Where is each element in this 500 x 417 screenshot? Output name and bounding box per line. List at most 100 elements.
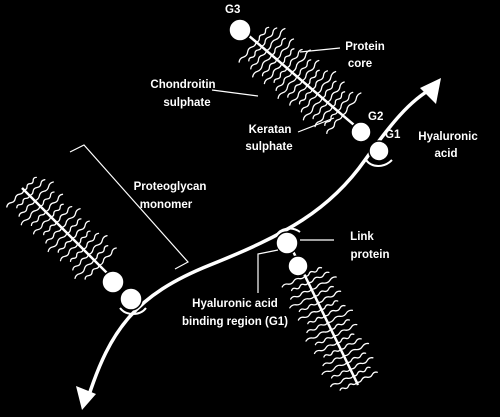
glycosaminoglycan-chain xyxy=(330,368,351,379)
glycosaminoglycan-chain xyxy=(290,288,313,300)
glycosaminoglycan-chain xyxy=(50,203,64,218)
glycosaminoglycan-chain xyxy=(273,67,288,84)
glycosaminoglycan-chain xyxy=(307,271,330,284)
glycosaminoglycan-chain xyxy=(314,105,333,128)
glycosaminoglycan-chain xyxy=(82,232,100,250)
chondroitin-label-line2: sulphate xyxy=(163,97,210,109)
glycosaminoglycan-chain xyxy=(310,276,337,290)
glycosaminoglycan-chain xyxy=(285,48,303,69)
link-protein-left xyxy=(119,307,147,315)
glycosaminoglycan-chain xyxy=(87,235,108,255)
glycosaminoglycan-chain xyxy=(290,49,311,73)
glycosaminoglycan-chain xyxy=(289,84,308,106)
glycosaminoglycan-chain xyxy=(55,205,73,223)
glycosaminoglycan-chain xyxy=(6,189,25,208)
g1-domain-left xyxy=(119,287,143,311)
glycosaminoglycan-chain xyxy=(66,218,82,234)
g2-domain-lower xyxy=(287,255,309,277)
glycosaminoglycan-chain xyxy=(57,237,73,253)
proteoglycan-monomer-label-line1: Proteoglycan xyxy=(134,181,207,193)
glycosaminoglycan-chain xyxy=(323,304,346,317)
glycosaminoglycan-chain xyxy=(326,114,343,134)
glycosaminoglycan-chain xyxy=(317,290,342,304)
glycosaminoglycan-chain xyxy=(260,27,278,47)
g1-domain-lower xyxy=(275,231,299,255)
glycosaminoglycan-chain xyxy=(305,328,332,342)
glycosaminoglycan-chain xyxy=(28,179,46,196)
link-protein-upper xyxy=(365,159,393,167)
glycosaminoglycan-chain xyxy=(255,26,270,43)
glycosaminoglycan-chain xyxy=(306,69,320,86)
glycosaminoglycan-chain xyxy=(300,92,318,113)
glycosaminoglycan-chain xyxy=(33,181,54,202)
keratan-label-line1: Keratan xyxy=(249,124,292,136)
glycosaminoglycan-chain xyxy=(339,338,362,350)
glycosaminoglycan-chain xyxy=(74,259,95,280)
lower-chondroitin-sulphate-chains xyxy=(281,266,378,391)
glycosaminoglycan-chain xyxy=(298,301,319,313)
glycosaminoglycan-chain xyxy=(44,193,64,213)
upper-chondroitin-sulphate-chains xyxy=(238,26,362,134)
link-protein-label-line1: Link xyxy=(350,231,374,243)
glycosaminoglycan-chain xyxy=(72,253,89,271)
glycosaminoglycan-chain xyxy=(307,315,325,325)
glycosaminoglycan-chain xyxy=(275,38,295,60)
g2-domain-left xyxy=(101,270,125,294)
glycosaminoglycan-chain xyxy=(39,191,55,207)
glycosaminoglycan-chain xyxy=(330,374,355,388)
left-protein-core xyxy=(21,187,117,283)
glycosaminoglycan-chain xyxy=(313,285,334,297)
glycosaminoglycan-chain xyxy=(69,248,84,263)
glycosaminoglycan-chain xyxy=(298,88,313,105)
glycosaminoglycan-chain xyxy=(16,194,30,209)
glycosaminoglycan-chain xyxy=(322,354,345,367)
hyaluronic-acid-arrowhead-top xyxy=(420,78,441,104)
glycosaminoglycan-chain xyxy=(333,323,358,337)
proteoglycan-monomer-label-line2: monomer xyxy=(140,199,193,211)
glycosaminoglycan-chain xyxy=(30,210,47,227)
glycosaminoglycan-chain xyxy=(277,75,298,99)
g1-domain-upper xyxy=(368,140,390,162)
hyaluronic-acid-label-line1: Hyaluronic xyxy=(418,131,478,143)
hyaluronic-acid-strand xyxy=(86,86,434,399)
protein-core-label-line1: Protein xyxy=(345,41,385,53)
glycosaminoglycan-chain xyxy=(320,300,339,310)
glycosaminoglycan-chain xyxy=(321,361,348,375)
hyaluronic-acid-label-line2: acid xyxy=(434,148,457,160)
g3-domain xyxy=(228,18,252,42)
glycosaminoglycan-chain xyxy=(316,70,337,95)
link-protein-label-line2: protein xyxy=(351,249,390,261)
glycosaminoglycan-chain xyxy=(301,59,320,82)
glycosaminoglycan-chain xyxy=(280,48,295,65)
glycosaminoglycan-chain xyxy=(250,49,267,70)
glycosaminoglycan-chain xyxy=(306,321,329,334)
glycosaminoglycan-chain xyxy=(313,341,338,355)
left-chondroitin-sulphate-chains xyxy=(6,176,117,280)
glycosaminoglycan-chain xyxy=(296,59,312,78)
glycosaminoglycan-chain xyxy=(238,41,257,63)
link-protein-lower xyxy=(275,227,301,237)
glycosaminoglycan-chain xyxy=(289,295,316,309)
glycosaminoglycan-chain xyxy=(93,245,109,261)
glycosaminoglycan-chain xyxy=(341,92,362,116)
glycosaminoglycan-chain xyxy=(336,333,355,344)
g1-label: G1 xyxy=(385,129,401,141)
g2-domain-upper xyxy=(350,121,372,143)
glycosaminoglycan-chain xyxy=(20,205,41,226)
glycosaminoglycan-chain xyxy=(324,110,338,127)
glycosaminoglycan-chain xyxy=(270,37,286,56)
glycosaminoglycan-chain xyxy=(355,371,378,383)
leader-binding-region xyxy=(257,249,279,293)
glycosaminoglycan-chain xyxy=(346,352,367,364)
glycosaminoglycan-chain xyxy=(352,366,371,377)
bracket-proteoglycan-monomer xyxy=(69,144,189,270)
glycosaminoglycan-chain xyxy=(60,208,81,229)
glycosaminoglycan-chain xyxy=(336,91,354,112)
protein-core-label-line2: core xyxy=(348,58,372,70)
hyaluronic-acid-arrowhead-bottom xyxy=(76,386,96,410)
glycosaminoglycan-chain xyxy=(248,45,262,62)
leader-protein-core xyxy=(299,47,341,53)
glycosaminoglycan-chain xyxy=(326,309,354,324)
glycosaminoglycan-chain xyxy=(76,230,91,245)
